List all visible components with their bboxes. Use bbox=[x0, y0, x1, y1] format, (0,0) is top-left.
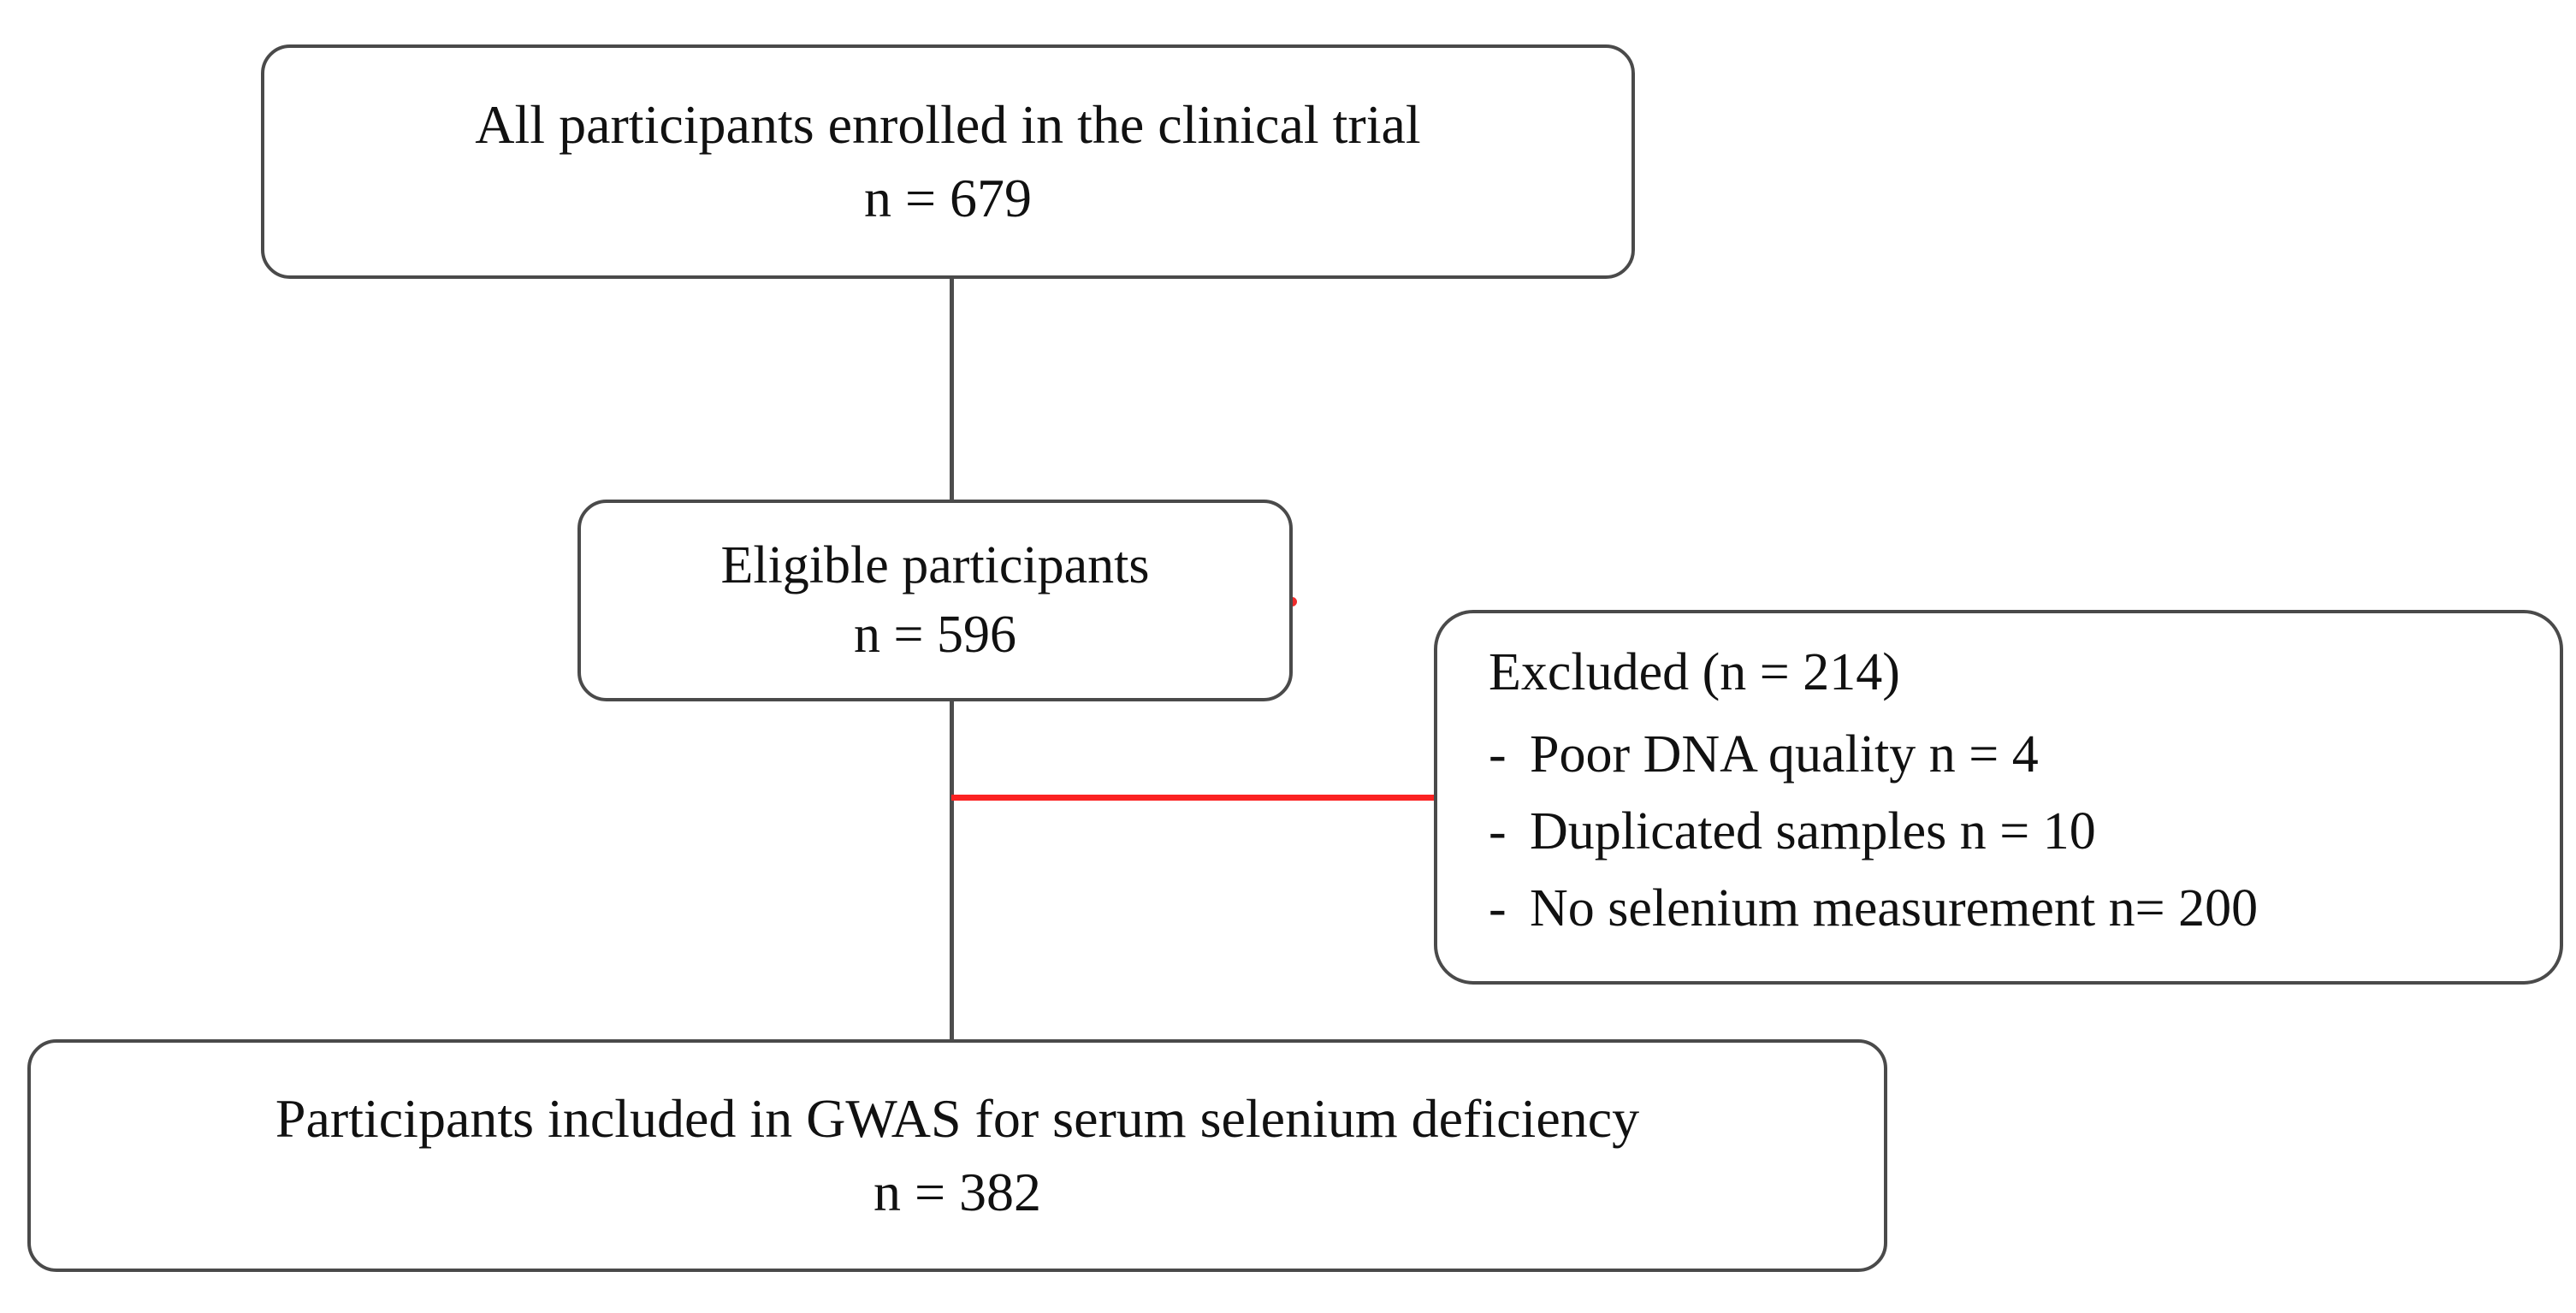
excluded-reason-label: Poor DNA quality n = 4 bbox=[1530, 725, 2039, 784]
connector-enrolled-to-eligible bbox=[950, 277, 954, 501]
node-excluded-title: Excluded (n = 214) bbox=[1489, 643, 1900, 701]
node-included-count: n = 382 bbox=[873, 1162, 1042, 1222]
excluded-reason-item: - No selenium measurement n= 200 bbox=[1489, 871, 2258, 948]
excluded-reason-label: No selenium measurement n= 200 bbox=[1530, 878, 2259, 937]
node-eligible-participants: Eligible participants n = 596 bbox=[577, 500, 1293, 701]
excluded-reason-item: - Poor DNA quality n = 4 bbox=[1489, 717, 2258, 794]
node-eligible-title: Eligible participants bbox=[720, 535, 1150, 594]
connector-eligible-to-excluded bbox=[951, 795, 1436, 801]
excluded-reason-item: - Duplicated samples n = 10 bbox=[1489, 794, 2258, 871]
node-included-title: Participants included in GWAS for serum … bbox=[275, 1088, 1640, 1150]
bullet-dash-icon: - bbox=[1489, 725, 1507, 784]
node-enrolled-title: All participants enrolled in the clinica… bbox=[475, 94, 1421, 156]
excluded-reason-label: Duplicated samples n = 10 bbox=[1530, 801, 2096, 861]
connector-eligible-to-included bbox=[950, 699, 954, 1041]
excluded-reason-list: - Poor DNA quality n = 4 - Duplicated sa… bbox=[1489, 717, 2258, 948]
node-all-participants-enrolled: All participants enrolled in the clinica… bbox=[261, 44, 1635, 279]
bullet-dash-icon: - bbox=[1489, 878, 1507, 937]
node-eligible-count: n = 596 bbox=[854, 606, 1016, 664]
node-enrolled-count: n = 679 bbox=[863, 168, 1033, 228]
bullet-dash-icon: - bbox=[1489, 801, 1507, 861]
node-participants-included-gwas: Participants included in GWAS for serum … bbox=[27, 1039, 1887, 1272]
node-excluded: Excluded (n = 214) - Poor DNA quality n … bbox=[1434, 610, 2563, 985]
